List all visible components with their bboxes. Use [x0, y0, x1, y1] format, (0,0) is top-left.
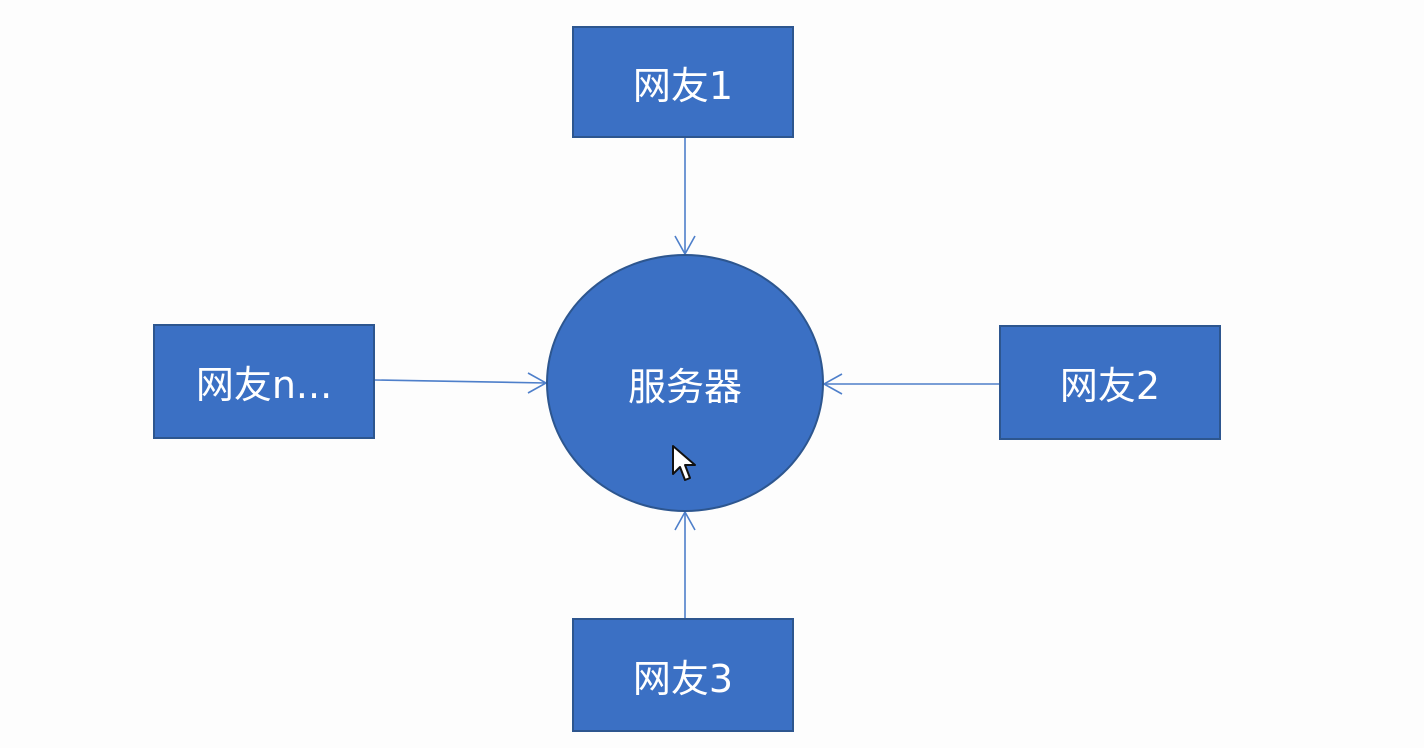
user-node-3-label: 网友3 [632, 656, 734, 701]
user-node-2-label: 网友2 [1059, 364, 1161, 408]
user-node-1-label: 网友1 [632, 63, 734, 108]
user-node-n-label: 网友n... [195, 363, 333, 407]
user-node-3[interactable]: 网友3 [572, 618, 794, 732]
edge-user3-to-server [674, 510, 696, 618]
server-node-label: 服务器 [627, 364, 742, 409]
mouse-pointer-icon [672, 445, 696, 481]
user-node-n[interactable]: 网友n... [153, 324, 375, 439]
edge-usern-to-server [374, 372, 548, 394]
edge-user1-to-server [674, 138, 696, 256]
user-node-1[interactable]: 网友1 [572, 26, 794, 138]
edge-user2-to-server [822, 373, 999, 395]
user-node-2[interactable]: 网友2 [999, 325, 1221, 440]
